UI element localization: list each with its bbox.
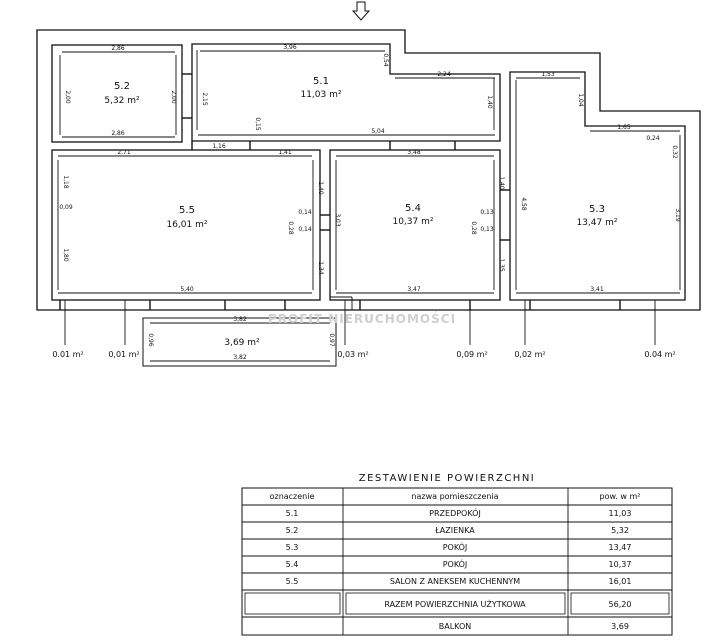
- dim-label: 2,00: [64, 90, 71, 104]
- table-cell: 5.3: [286, 543, 299, 552]
- room-5-3-id: 5.3: [589, 204, 605, 215]
- entrance-arrow-icon: [351, 1, 371, 21]
- dim-label: 0,13: [480, 226, 494, 233]
- room-5-5-area: 16,01 m²: [166, 220, 207, 230]
- table-cell: 5.1: [286, 509, 299, 518]
- dim-label: 3,96: [283, 44, 297, 51]
- table-balcony-value: 3,69: [611, 622, 629, 631]
- dim-label: 0,24: [646, 135, 660, 142]
- dim-label: 5,40: [180, 286, 194, 293]
- dim-label: 3,03: [334, 213, 341, 227]
- dimension-lines: [57, 50, 681, 362]
- dim-label: 0,54: [382, 53, 389, 67]
- table-cell: 10,37: [609, 560, 632, 569]
- dim-label: 0,97: [328, 333, 335, 347]
- table-cell: 11,03: [609, 509, 632, 518]
- dim-label: 0,14: [298, 209, 312, 216]
- dim-label: 0,28: [287, 221, 294, 235]
- area-table: [241, 487, 673, 636]
- dim-label: 2,86: [111, 130, 125, 137]
- table-header: pow. w m²: [600, 492, 641, 501]
- table-cell: POKÓJ: [443, 558, 468, 569]
- table-cell: 5.2: [286, 526, 299, 535]
- table-header: nazwa pomieszczenia: [411, 492, 498, 501]
- dim-label: 1,53: [541, 71, 555, 78]
- dim-label: 3,41: [590, 286, 604, 293]
- dim-label: 2,00: [170, 90, 177, 104]
- watermark: PROFIT NIERUCHOMOŚCI: [268, 311, 456, 326]
- table-cell: 5,32: [611, 526, 629, 535]
- dim-label: 1,40: [317, 181, 324, 195]
- dim-label: 2,15: [201, 92, 208, 106]
- table-header: oznaczenie: [270, 492, 315, 501]
- balcony-area: 3,69 m²: [224, 338, 260, 348]
- room-5-1-id: 5.1: [313, 76, 329, 87]
- room-5-4-id: 5.4: [405, 203, 421, 214]
- dim-label: 0,13: [480, 209, 494, 216]
- dim-label: 0,28: [470, 221, 477, 235]
- dim-label: 3,82: [233, 316, 247, 323]
- dim-label: 1,65: [617, 124, 631, 131]
- table-cell: 5.4: [286, 560, 299, 569]
- small-area-label: 0,09 m²: [456, 350, 487, 359]
- dim-label: 0,09: [59, 204, 73, 211]
- table-cell: ŁAZIENKA: [434, 526, 475, 535]
- small-area-label: 0,02 m²: [514, 350, 545, 359]
- table-title: ZESTAWIENIE POWIERZCHNI: [359, 473, 536, 484]
- table-cell: 16,01: [609, 577, 632, 586]
- room-5-2-outline: [51, 44, 183, 143]
- room-5-4-outline: [329, 149, 501, 301]
- dim-label: 1,04: [577, 93, 584, 107]
- dim-label: 3,48: [407, 149, 421, 156]
- dim-label: 2,86: [111, 45, 125, 52]
- room-5-1-area: 11,03 m²: [300, 90, 341, 100]
- room-5-5-id: 5.5: [179, 205, 195, 216]
- dim-label: 4,58: [520, 197, 527, 211]
- dim-label: 1,40: [498, 176, 505, 190]
- dim-label: 0,32: [671, 145, 678, 159]
- dim-label: 3,19: [674, 208, 681, 222]
- table-cell: SALON Z ANEKSEM KUCHENNYM: [390, 577, 520, 586]
- table-cell: POKÓJ: [443, 541, 468, 552]
- dim-label: 1,16: [212, 143, 226, 150]
- small-area-label: 0,01 m²: [108, 350, 139, 359]
- dim-label: 3,47: [407, 286, 421, 293]
- room-5-1-outline: [191, 43, 501, 142]
- dim-label: 1,40: [486, 95, 493, 109]
- room-5-3-area: 13,47 m²: [576, 218, 617, 228]
- dim-label: 0,96: [147, 333, 154, 347]
- table-cell: 13,47: [609, 543, 632, 552]
- room-5-2-area: 5,32 m²: [104, 96, 140, 106]
- balcony-outline: [142, 317, 337, 367]
- dim-label: 5,04: [371, 128, 385, 135]
- dim-label: 3,82: [233, 354, 247, 361]
- table-total-value: 56,20: [609, 600, 632, 609]
- table-total-label: RAZEM POWIERZCHNIA UŻYTKOWA: [384, 599, 526, 609]
- table-cell: 5.5: [286, 577, 299, 586]
- small-area-label: 0,03 m²: [337, 350, 368, 359]
- dim-label: 2,24: [437, 71, 451, 78]
- dim-label: 1,34: [317, 261, 324, 275]
- table-balcony-label: BALKON: [439, 622, 472, 631]
- door-markers: [182, 73, 510, 310]
- room-5-3-outline: [509, 71, 686, 301]
- dim-label: 1,18: [62, 175, 69, 189]
- room-5-2-id: 5.2: [114, 81, 130, 92]
- table-cell: PRZEDPOKÓJ: [429, 507, 481, 518]
- dim-label: 0,14: [298, 226, 312, 233]
- leader-lines: [64, 300, 656, 345]
- dim-label: 1,41: [278, 149, 292, 156]
- small-area-label: 0.04 m²: [644, 350, 675, 359]
- dim-label: 1,35: [498, 258, 505, 272]
- dim-label: 0,15: [254, 117, 261, 131]
- dim-label: 1,80: [62, 248, 69, 262]
- dim-label: 2,71: [117, 149, 131, 156]
- room-5-4-area: 10,37 m²: [392, 217, 433, 227]
- small-area-label: 0.01 m²: [52, 350, 83, 359]
- room-5-5-outline: [51, 149, 321, 301]
